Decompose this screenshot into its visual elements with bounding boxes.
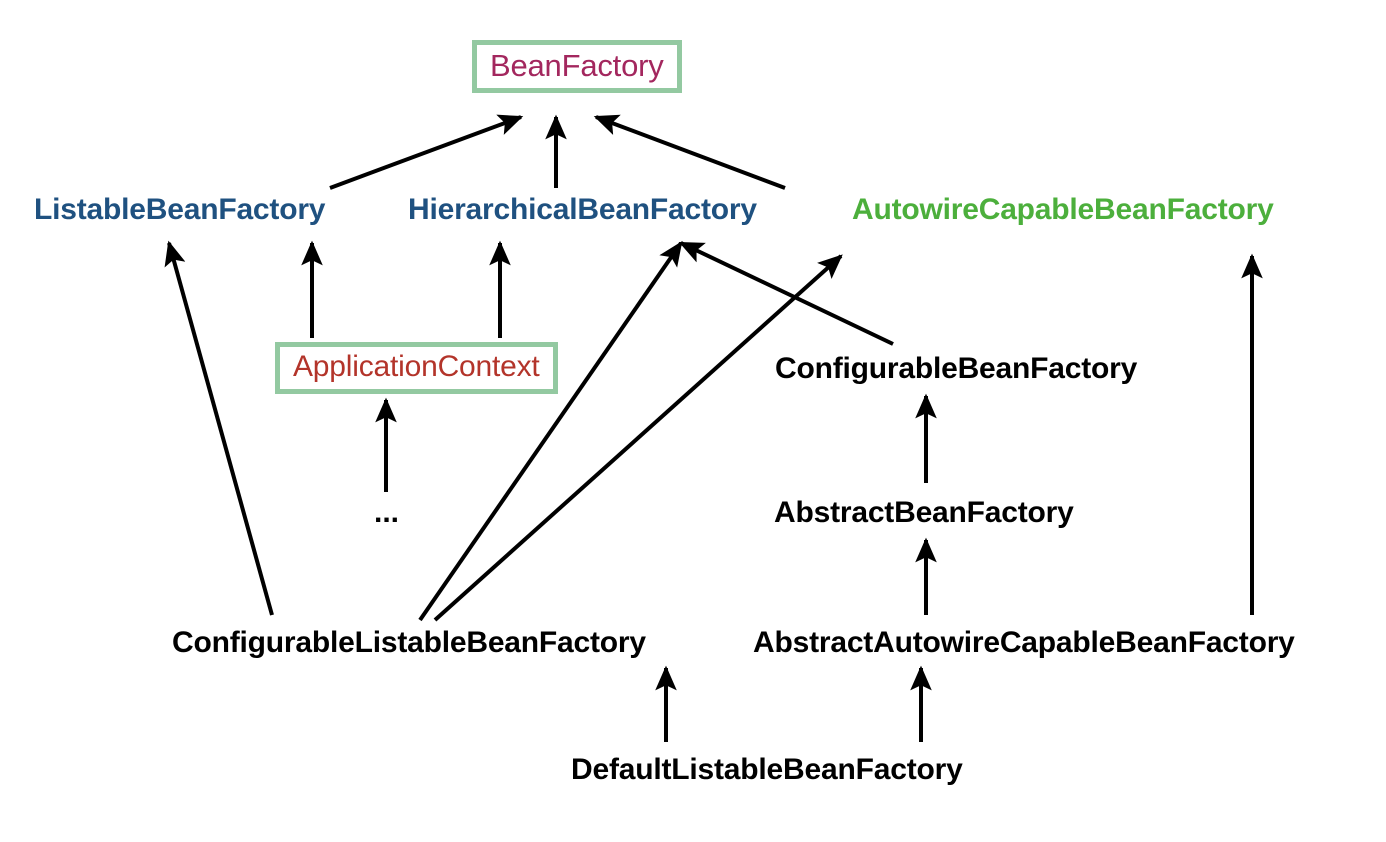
node-autowire-capable-bean-factory[interactable]: AutowireCapableBeanFactory (852, 195, 1274, 225)
node-ellipsis: ... (374, 498, 399, 528)
node-bean-factory[interactable]: BeanFactory (472, 40, 682, 93)
node-label: ConfigurableBeanFactory (775, 352, 1138, 385)
arrow-configurableListableBeanFactory-to-autowireCapableBeanFactory (433, 254, 843, 622)
node-application-context[interactable]: ApplicationContext (275, 342, 558, 394)
arrow-configurableBeanFactory-to-hierarchicalBeanFactory (678, 241, 894, 346)
node-label: AbstractAutowireCapableBeanFactory (753, 626, 1295, 659)
node-label: HierarchicalBeanFactory (408, 193, 757, 226)
node-label: AbstractBeanFactory (774, 496, 1074, 529)
node-default-listable-bean-factory[interactable]: DefaultListableBeanFactory (571, 755, 963, 785)
arrow-configurableListableBeanFactory-to-hierarchicalBeanFactory (418, 241, 683, 622)
node-abstract-bean-factory[interactable]: AbstractBeanFactory (774, 498, 1074, 528)
node-label: BeanFactory (490, 48, 664, 83)
node-abstract-autowire-capable-bean-factory[interactable]: AbstractAutowireCapableBeanFactory (753, 628, 1295, 658)
node-listable-bean-factory[interactable]: ListableBeanFactory (34, 195, 325, 225)
arrow-configurableListableBeanFactory-to-listableBeanFactory (164, 240, 274, 616)
node-label: ApplicationContext (293, 350, 540, 383)
node-hierarchical-bean-factory[interactable]: HierarchicalBeanFactory (408, 195, 757, 225)
node-label: ListableBeanFactory (34, 193, 326, 226)
node-label: ... (374, 496, 400, 529)
node-configurable-listable-bean-factory[interactable]: ConfigurableListableBeanFactory (172, 628, 646, 658)
node-label: DefaultListableBeanFactory (571, 753, 963, 786)
arrow-listableBeanFactory-to-beanFactory (329, 114, 524, 190)
node-label: ConfigurableListableBeanFactory (172, 626, 646, 659)
arrow-autowireCapableBeanFactory-to-beanFactory (593, 114, 786, 190)
node-configurable-bean-factory[interactable]: ConfigurableBeanFactory (775, 354, 1137, 384)
node-label: AutowireCapableBeanFactory (852, 193, 1274, 226)
